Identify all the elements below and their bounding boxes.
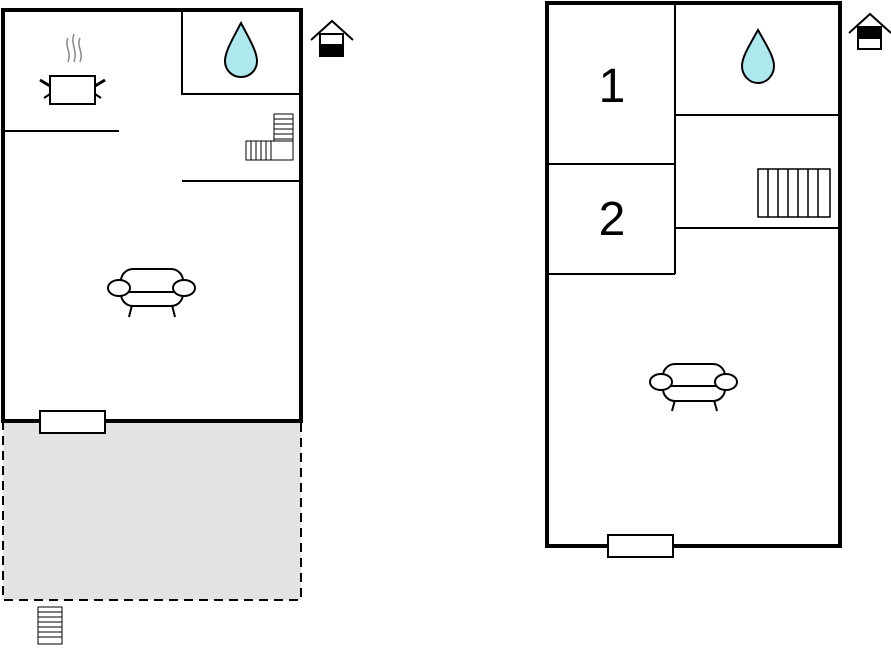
water-drop-icon	[223, 20, 259, 79]
sofa-icon	[107, 268, 196, 318]
cooking-pot-icon	[39, 33, 106, 105]
sofa-icon	[649, 363, 738, 412]
stairs-icon	[757, 168, 831, 218]
room-label-1: 1	[599, 60, 626, 113]
ground-floor-plan	[1, 8, 354, 645]
terrace-steps-icon	[37, 606, 63, 645]
terrace	[2, 420, 302, 601]
stairs-icon	[245, 113, 294, 161]
water-drop-icon	[740, 27, 776, 85]
house-upper-floor-icon	[848, 12, 891, 50]
upper-floor-outer-wall	[545, 1, 842, 548]
ground-floor-outer-wall	[1, 8, 303, 423]
ground-bathroom-wall	[181, 10, 299, 95]
house-ground-floor-icon	[310, 19, 354, 57]
room-label-2: 2	[599, 193, 626, 246]
upper-window	[607, 534, 674, 558]
entrance-door	[39, 410, 106, 434]
upper-floor-plan: 1 2	[545, 1, 891, 558]
